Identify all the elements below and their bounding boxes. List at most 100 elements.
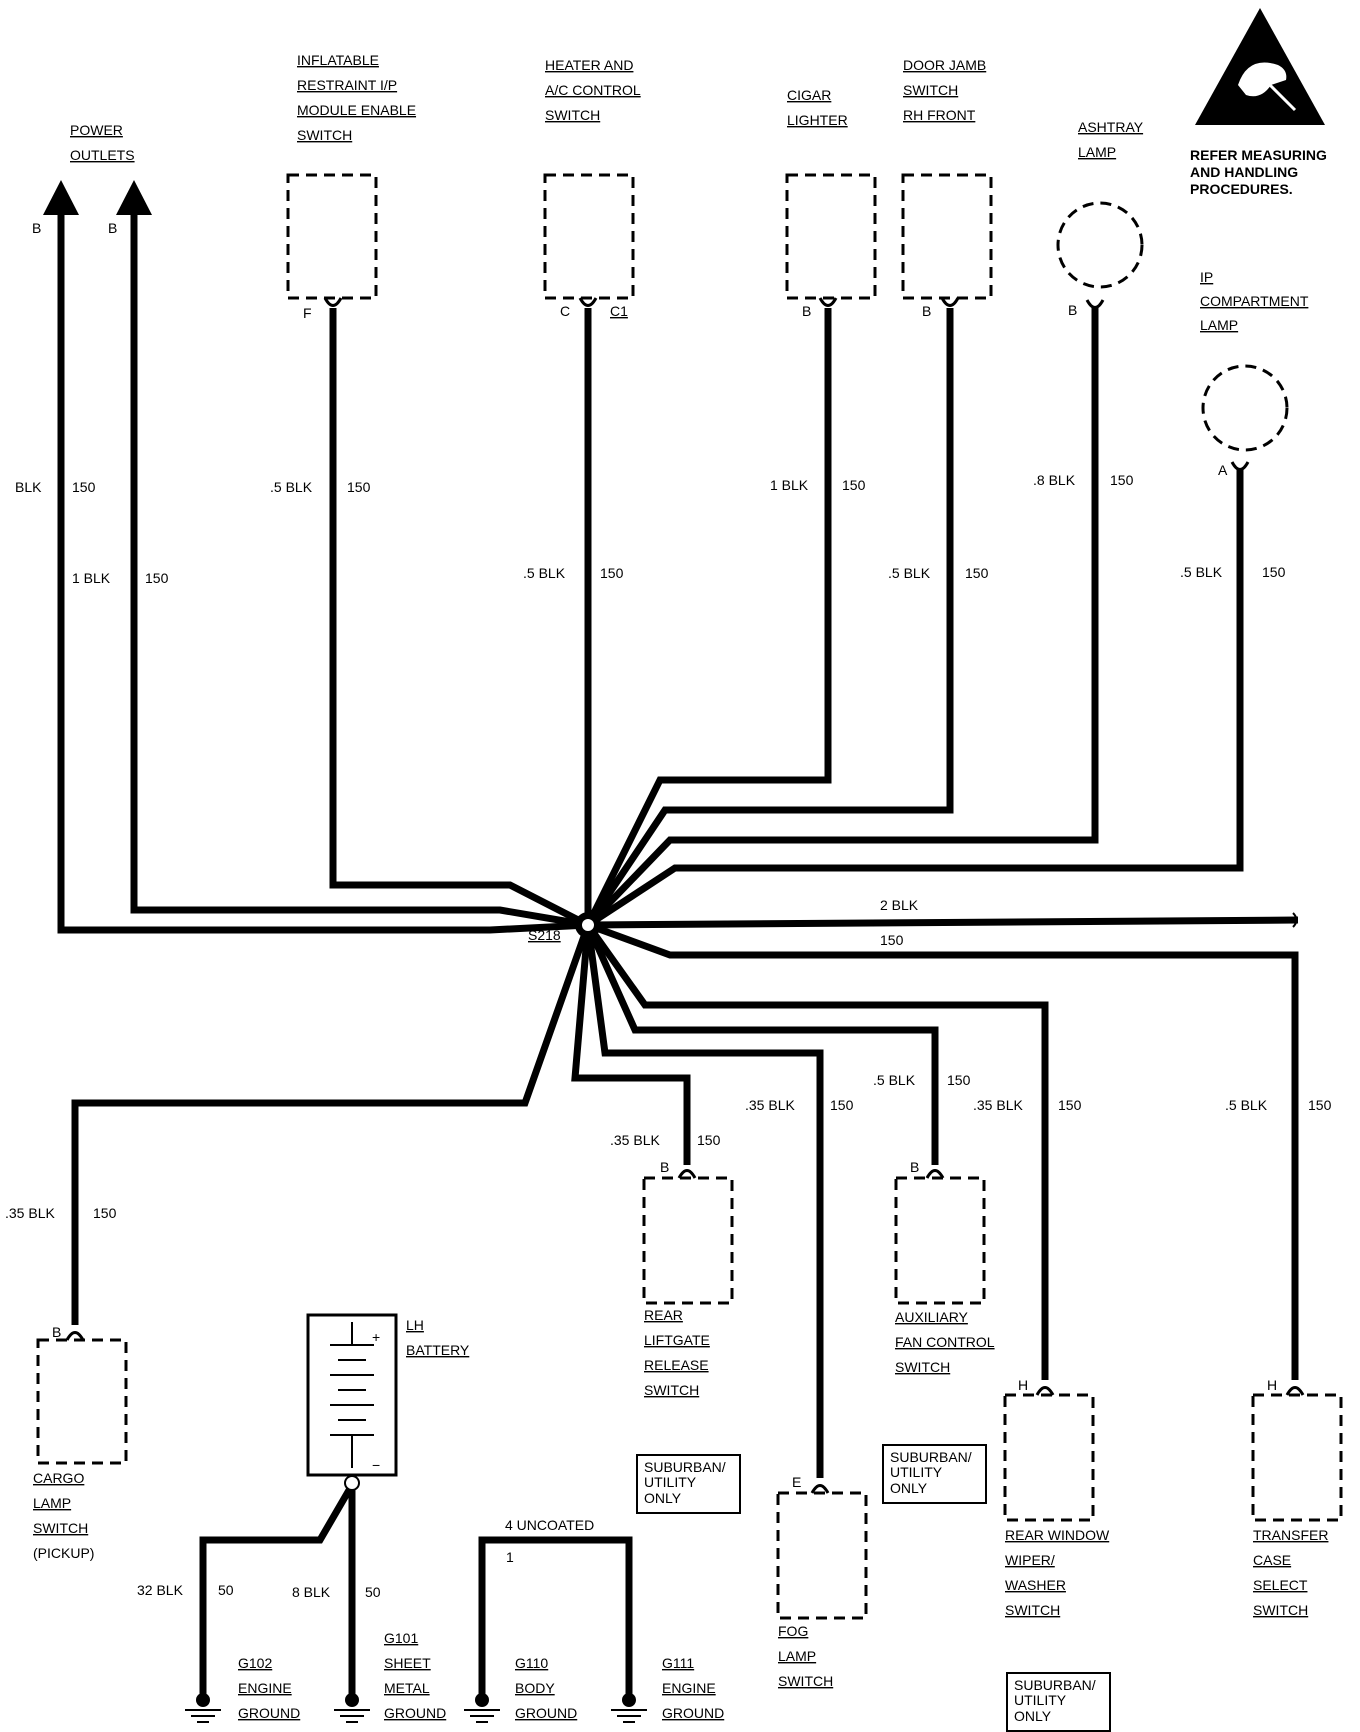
note-text: UTILITY: [644, 1474, 697, 1490]
wire-circuit: 150: [1308, 1097, 1332, 1113]
hand-icon: [1238, 62, 1287, 97]
wire-continuation-icon: [1292, 912, 1298, 928]
label-g101: METAL: [384, 1680, 430, 1696]
label-rear-liftgate: LIFTGATE: [644, 1332, 710, 1348]
battery-minus: −: [372, 1457, 380, 1473]
ip-compartment-lamp: [1201, 364, 1289, 452]
pin-label: A: [1218, 462, 1228, 478]
pin-label: B: [910, 1159, 919, 1175]
label-rear-liftgate: REAR: [644, 1307, 683, 1323]
wire-label: .8 BLK: [1033, 472, 1076, 488]
wire-battery-g102: [199, 1483, 356, 1700]
label-cargo: CARGO: [33, 1470, 84, 1486]
wire-ashtray: [585, 308, 1099, 928]
wire-ip-compartment: [586, 470, 1244, 928]
pin-label: C1: [610, 303, 628, 319]
wire-aux-fan: [584, 923, 939, 1165]
wire-label: BLK: [15, 479, 42, 495]
pin-hooks: [65, 297, 1305, 1494]
cargo-lamp-switch: [36, 1338, 128, 1465]
ashtray-lamp: [1056, 201, 1144, 289]
wire-circuit: 150: [145, 570, 169, 586]
warning-line-1: REFER MEASURING: [1190, 147, 1327, 163]
wire-transfer: [586, 921, 1299, 1380]
wire-label: .5 BLK: [1180, 564, 1223, 580]
label-cargo: SWITCH: [33, 1520, 88, 1536]
label-cargo: LAMP: [33, 1495, 71, 1511]
wire-rear-window: [585, 922, 1049, 1380]
pin-label: F: [303, 305, 312, 321]
label-inflatable: MODULE ENABLE: [297, 102, 416, 118]
note-text: UTILITY: [890, 1464, 943, 1480]
label-power-outlets: OUTLETS: [70, 147, 135, 163]
pin-label: B: [802, 303, 811, 319]
wire-label: 32 BLK: [137, 1582, 184, 1598]
cigar-lighter: [785, 173, 877, 300]
component-boxes: [36, 173, 1343, 1620]
wire-circuit: 150: [1110, 472, 1134, 488]
wire-label: .5 BLK: [270, 479, 313, 495]
wire-circuit: 150: [1262, 564, 1286, 580]
ground-icon: [464, 1693, 500, 1723]
wire-label: 1 BLK: [770, 477, 809, 493]
label-rear-window: SWITCH: [1005, 1602, 1060, 1618]
wire-inflatable: [329, 308, 590, 929]
wire-circuit: 150: [347, 479, 371, 495]
wire-label: .35 BLK: [973, 1097, 1023, 1113]
label-aux-fan: AUXILIARY: [895, 1309, 969, 1325]
wire-label: .5 BLK: [523, 565, 566, 581]
wire-circuit: 150: [93, 1205, 117, 1221]
label-inflatable: RESTRAINT I/P: [297, 77, 397, 93]
wire-circuit: 150: [697, 1132, 721, 1148]
pin-label: H: [1267, 1377, 1277, 1393]
wire-label: 8 BLK: [292, 1584, 331, 1600]
wires: [57, 215, 1299, 1700]
wire-2blk: [587, 916, 1299, 929]
wire-label: .5 BLK: [1225, 1097, 1268, 1113]
pin-label: E: [792, 1474, 801, 1490]
transfer-case-switch: [1251, 1393, 1343, 1522]
wire-label: 2 BLK: [880, 897, 919, 913]
label-aux-fan: SWITCH: [895, 1359, 950, 1375]
label-battery: LH: [406, 1317, 424, 1333]
label-cigar: LIGHTER: [787, 112, 848, 128]
label-heater: SWITCH: [545, 107, 600, 123]
label-transfer: TRANSFER: [1253, 1527, 1328, 1543]
label-ip-compartment: COMPARTMENT: [1200, 293, 1309, 309]
note-box: [1006, 1672, 1111, 1732]
splice-s218: S218: [528, 912, 601, 943]
battery-terminal: [344, 1475, 360, 1491]
wire-label: .5 BLK: [888, 565, 931, 581]
ground-symbols: [185, 1693, 647, 1723]
wire-circuit: 150: [600, 565, 624, 581]
arrow-up-icon: [116, 180, 152, 215]
label-door-jamb: DOOR JAMB: [903, 57, 986, 73]
label-cigar: CIGAR: [787, 87, 831, 103]
pin-label: H: [1018, 1377, 1028, 1393]
label-g102: GROUND: [238, 1705, 300, 1721]
wire-circuit: 150: [830, 1097, 854, 1113]
label-ashtray: ASHTRAY: [1078, 119, 1144, 135]
wire-cargo: [71, 923, 592, 1325]
label-inflatable: SWITCH: [297, 127, 352, 143]
wire-label: 4 UNCOATED: [505, 1517, 594, 1533]
warning-line-3: PROCEDURES.: [1190, 181, 1293, 197]
label-g101: SHEET: [384, 1655, 431, 1671]
wire-circuit: 150: [842, 477, 866, 493]
wire-circuit: 150: [72, 479, 96, 495]
wire-label: .35 BLK: [5, 1205, 55, 1221]
ground-icon: [185, 1693, 221, 1723]
wire-circuit: 50: [365, 1584, 381, 1600]
label-ip-compartment: LAMP: [1200, 317, 1238, 333]
inflatable-module: [286, 173, 378, 300]
label-g111: G111: [662, 1655, 694, 1671]
label-g102: ENGINE: [238, 1680, 292, 1696]
label-inflatable: INFLATABLE: [297, 52, 379, 68]
label-transfer: CASE: [1253, 1552, 1291, 1568]
label-battery: BATTERY: [406, 1342, 470, 1358]
label-g101: GROUND: [384, 1705, 446, 1721]
label-rear-liftgate: SWITCH: [644, 1382, 699, 1398]
label-ip-compartment: IP: [1200, 269, 1213, 285]
